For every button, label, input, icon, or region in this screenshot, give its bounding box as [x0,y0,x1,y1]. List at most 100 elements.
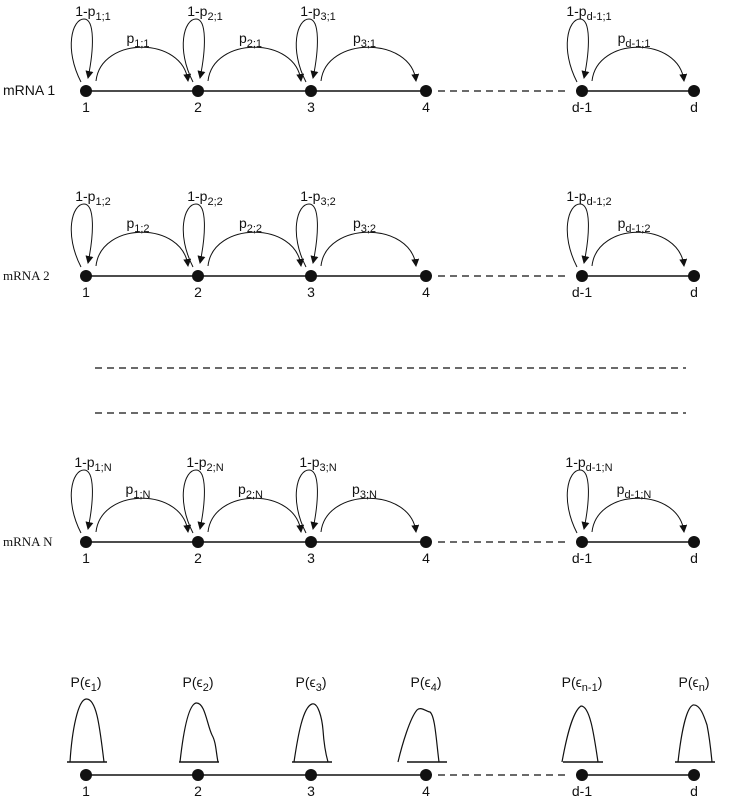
transition-probability-label: p1;1 [126,30,149,50]
distribution-label-subscript: 1 [91,682,97,694]
transition-arrow [95,497,192,533]
distribution-label: P(ϵ3) [296,674,327,694]
transition-probability-label: p3;1 [353,30,376,50]
state-node-label: 2 [194,783,202,799]
distribution-label-close: ) [97,674,102,690]
state-node-label: 4 [422,783,430,799]
ellipsis-separators [95,367,686,414]
state-node [192,536,204,548]
stay-probability-label-base: 1-p [566,3,586,19]
distribution-label-close: ) [322,674,327,690]
state-node [192,769,204,781]
stay-probability-label: 1-p3;1 [300,3,336,23]
transition-probability-label-subscript: 3;N [360,489,377,501]
stay-probability-label-subscript: 2;N [207,462,224,474]
self-loop-arrow [182,18,206,83]
transition-probability-label-base: p [353,215,361,231]
self-loop-arrow [295,203,319,268]
state-node [80,769,92,781]
self-loop-arrow [182,469,206,534]
state-node [576,536,588,548]
transition-arrow [207,231,305,267]
state-node [305,85,317,97]
distribution-label-base: P(ϵ [71,674,91,690]
stay-probability-label: 1-p2;2 [187,188,223,208]
state-node [305,270,317,282]
distribution-label: P(ϵ2) [183,674,214,694]
state-node-label: 2 [194,99,202,115]
transition-probability-label-base: p [126,30,134,46]
transition-arrow [95,46,192,82]
distribution-label-close: ) [598,674,603,690]
state-node-label: 3 [307,550,315,566]
state-node-label: 4 [422,99,430,115]
stay-probability-label-subscript: 3;N [320,462,337,474]
transition-probability-label: p2;2 [239,215,262,235]
transition-probability-label: p2;1 [239,30,262,50]
state-node-label: 3 [307,99,315,115]
state-node [688,270,700,282]
state-node [305,769,317,781]
self-loop-arrow [295,18,319,83]
state-node-label: d [690,99,698,115]
stay-probability-label-base: 1-p [187,3,207,19]
transition-arrow [207,46,305,82]
stay-probability-label: 1-p1;2 [75,188,111,208]
transition-probability-label: pd-1;2 [618,215,651,235]
distribution-label-subscript: 3 [316,682,322,694]
distribution-curve [397,708,440,763]
transition-probability-label-subscript: 2;2 [247,223,262,235]
distribution-label-base: P(ϵ [411,674,431,690]
state-node [192,270,204,282]
stay-probability-label-subscript: 1;1 [95,11,110,23]
state-node [576,85,588,97]
transition-probability-label-subscript: 1;2 [134,223,149,235]
stay-probability-label-subscript: 1;2 [95,196,110,208]
state-node-label: 4 [422,550,430,566]
transition-probability-label-base: p [617,481,625,497]
transition-probability-label-base: p [239,215,247,231]
state-node-label: 3 [307,783,315,799]
transition-probability-label-subscript: 2;N [246,489,263,501]
distribution-label: P(ϵ1) [71,674,102,694]
transition-probability-label: p3;N [352,481,377,501]
state-node [420,85,432,97]
sequence-label: mRNA N [3,534,53,549]
transition-probability-label-subscript: 1;N [133,489,150,501]
transition-arrow [320,231,420,267]
self-loop-arrow [182,203,206,268]
distribution-label-subscript: 2 [203,682,209,694]
transition-arrow [591,46,688,82]
state-node-label: 3 [307,284,315,300]
distribution-label-close: ) [209,674,214,690]
distribution-label-base: P(ϵ [183,674,203,690]
state-node [688,769,700,781]
stay-probability-label: 1-pd-1;1 [566,3,611,23]
self-loop-arrow [566,469,590,534]
distribution-curve [179,702,219,763]
distribution-curve [677,704,713,763]
self-loop-arrow [295,469,319,534]
transition-probability-label-subscript: d-1;1 [625,38,650,50]
distribution-label-close: ) [705,674,710,690]
transition-probability-label: p2;N [238,481,263,501]
transition-probability-label-base: p [353,30,361,46]
stay-probability-label: 1-p2;N [186,454,223,474]
state-node [576,769,588,781]
transition-arrow [207,497,305,533]
stay-probability-label-subscript: 3;1 [320,11,335,23]
self-loop-arrow [566,18,590,83]
transition-probability-label-subscript: 2;1 [247,38,262,50]
stay-probability-label: 1-p1;1 [75,3,111,23]
transition-arrow [591,231,688,267]
state-node-label: 1 [82,284,90,300]
state-node [80,270,92,282]
state-node [420,270,432,282]
state-node [420,536,432,548]
state-node-label: d-1 [572,783,592,799]
stay-probability-label-base: 1-p [565,454,585,470]
self-loop-arrow [70,203,94,268]
state-node-label: d [690,284,698,300]
